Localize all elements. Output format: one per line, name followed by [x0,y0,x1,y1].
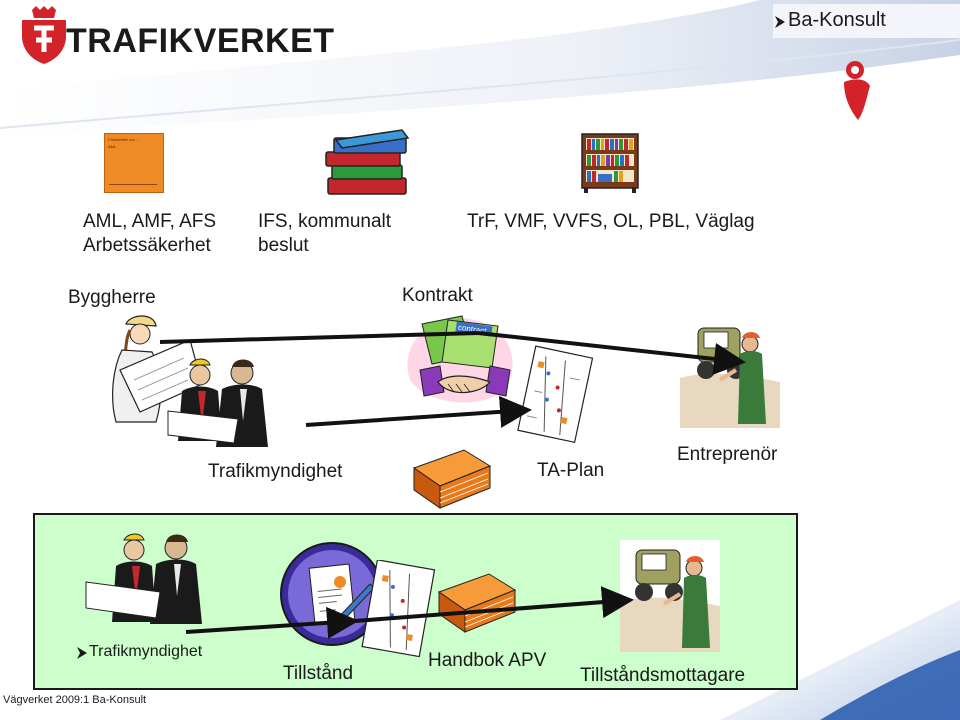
arrow-byggherre-kontrakt [159,331,479,344]
arrow-lower-1 [185,606,359,639]
trafikverket-logo: TRAFIKVERKET [14,4,334,66]
label-byggherre: Byggherre [68,287,156,308]
corner-label-box: Ba-Konsult [773,4,960,38]
rules-col3: TrF, VMF, VVFS, OL, PBL, Väglag [467,211,755,232]
skl-line2: Kommuner [878,84,958,101]
label-ta-plan: TA-Plan [537,460,605,481]
ta-plan-document-icon-lower [361,560,436,658]
lower-label-tillstand: Tillstånd [283,663,354,684]
skl-logo: Sveriges Kommuner och Landsting [838,58,960,128]
skl-line3: och Landsting [878,102,960,119]
rules-col2-line1: IFS, kommunalt [258,211,392,232]
permit-holder-clipart [620,540,720,652]
corner-label: Ba-Konsult [788,9,886,31]
rules-col1-line2: Arbetssäkerhet [83,235,211,256]
label-trafikmyndighet: Trafikmyndighet [208,461,343,482]
officials-clipart [167,358,268,447]
contractor-clipart [680,318,780,428]
lower-label-handbok: Handbok APV [428,650,547,671]
lower-label-mottagare: Tillståndsmottagare [580,665,746,686]
crown-shield-icon [22,6,66,64]
arrow-trafikmyndighet-taplan [305,395,532,428]
skl-line1: Sveriges [878,66,941,83]
aml-book-cover: Föreskrifter om ... AML [104,133,164,193]
skl-figure-icon [844,61,870,120]
arrow-bullet-icon-lower [77,647,87,659]
top-swoosh-line [0,39,960,129]
orange-book-icon [412,449,492,509]
label-kontrakt: Kontrakt [402,285,473,306]
bookshelf-icon [581,133,639,193]
book-stack-icon [325,129,410,195]
footer-text: Vägverket 2009:1 Ba-Konsult [3,694,147,706]
book-cover-title: Föreskrifter om ... [108,137,140,142]
logo-wordmark: TRAFIKVERKET [66,22,335,60]
lower-label-trafikmyndighet: Trafikmyndighet [89,643,203,660]
byggherre-clipart [112,315,203,423]
arrow-lower-2 [354,586,634,623]
rules-col1-line1: AML, AMF, AFS [83,211,217,232]
arrow-bullet-icon [775,16,785,28]
bottom-swoosh-dark [820,650,960,720]
ta-plan-document-icon [517,345,594,444]
label-entreprenor: Entreprenör [677,444,778,465]
top-swoosh [0,0,960,135]
officials-clipart-lower [85,533,202,624]
arrow-kontrakt-entreprenor [477,331,746,375]
rules-col2-line2: beslut [258,235,309,256]
book-cover-subtitle: AML [108,144,117,149]
